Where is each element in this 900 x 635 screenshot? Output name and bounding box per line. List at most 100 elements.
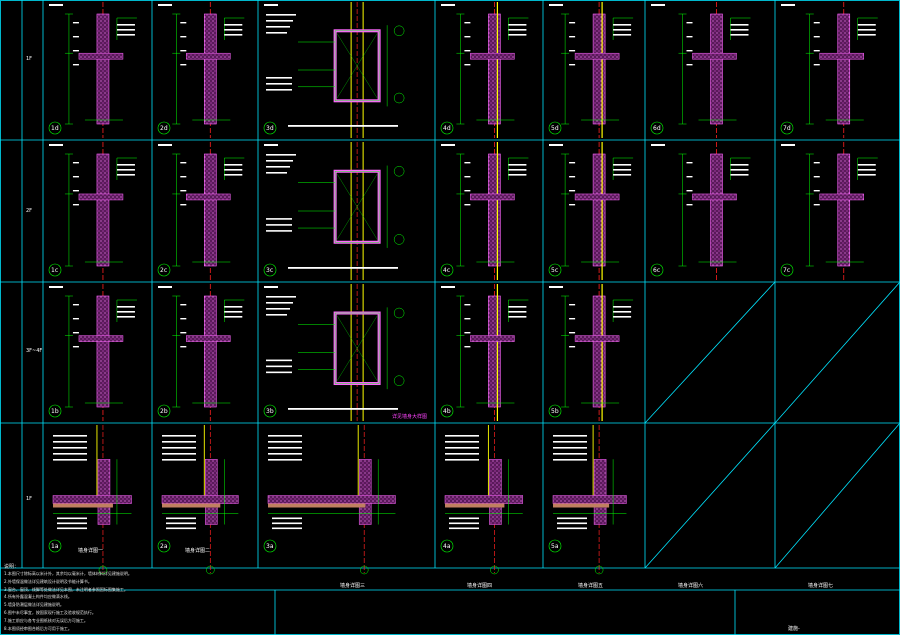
annotation-text xyxy=(813,22,876,66)
detail-id: 4b xyxy=(443,408,451,415)
dimension-lines xyxy=(553,459,627,575)
detail-id: 5a xyxy=(551,543,559,550)
detail-id: 3c xyxy=(266,267,273,274)
detail-1d: 1d xyxy=(48,2,137,138)
annotation-text xyxy=(464,304,527,348)
detail-marker xyxy=(440,121,454,135)
dimension-lines xyxy=(172,13,245,125)
detail-marker xyxy=(157,263,171,277)
dimension-lines xyxy=(298,307,405,390)
detail-id: 6c xyxy=(653,267,660,274)
detail-5c: 5c xyxy=(548,142,634,280)
detail-marker xyxy=(48,263,62,277)
dimension-lines xyxy=(298,165,405,248)
annotation-text xyxy=(180,162,243,206)
wall-section xyxy=(837,153,851,267)
dimension-lines xyxy=(64,13,137,125)
slab xyxy=(574,52,620,60)
wall-section xyxy=(96,295,110,408)
dimension-lines xyxy=(64,153,137,267)
detail-marker xyxy=(650,121,664,135)
detail-marker xyxy=(157,539,171,553)
detail-4b: 4b xyxy=(440,284,529,421)
annotation-text xyxy=(569,162,632,206)
detail-3b: 3b xyxy=(263,284,405,421)
foundation-slab xyxy=(161,495,239,504)
detail-id: 2b xyxy=(160,408,168,415)
caption: 墙身详图七 xyxy=(808,582,833,589)
detail-id: 1d xyxy=(51,125,59,132)
detail-id: 7c xyxy=(783,267,790,274)
detail-3c: 3c xyxy=(263,142,405,280)
earth-layer xyxy=(162,503,221,508)
slab xyxy=(574,335,620,342)
annotation-text xyxy=(569,22,632,66)
foundation-slab xyxy=(444,495,524,504)
dimension-lines xyxy=(561,295,634,408)
detail-id: 3b xyxy=(266,408,274,415)
detail-id: 2d xyxy=(160,125,168,132)
slab xyxy=(186,335,231,342)
detail-id: 3a xyxy=(266,543,274,550)
detail-2c: 2c xyxy=(157,142,245,280)
earth-layer xyxy=(553,503,610,508)
dimension-lines xyxy=(805,13,878,125)
annotation-text xyxy=(180,22,243,66)
detail-marker xyxy=(548,539,562,553)
caption: 墙身详图四 xyxy=(467,582,492,589)
detail-7c: 7c xyxy=(780,142,878,280)
detail-id: 4d xyxy=(443,125,451,132)
earth-layer xyxy=(53,503,113,508)
slab xyxy=(186,52,231,60)
annotation-text xyxy=(569,304,632,348)
dimension-lines xyxy=(678,153,751,267)
detail-6d: 6d xyxy=(650,2,751,138)
wall-section xyxy=(592,13,606,125)
note-line: 1.本图尺寸除标高以米计外，其余均以毫米计，墙体材料详见建施说明。 xyxy=(4,571,132,576)
row-label: 3F~4F xyxy=(26,348,42,354)
slab xyxy=(470,335,515,342)
dimension-lines xyxy=(678,13,751,125)
foundation-slab xyxy=(267,495,396,504)
magenta-note: 详见墙身大样图 xyxy=(392,413,427,420)
annotation-text xyxy=(686,162,749,206)
detail-marker xyxy=(440,539,454,553)
row-label: 1F xyxy=(26,56,32,62)
wall-section xyxy=(204,295,217,408)
detail-id: 4a xyxy=(443,543,451,550)
detail-id: 4c xyxy=(443,267,450,274)
sheet-number: 建施- xyxy=(788,625,800,632)
detail-captions: 墙身详图一 墙身详图二 墙身详图三 墙身详图四 墙身详图五 墙身详图六 墙身详图… xyxy=(78,413,833,632)
slab xyxy=(78,52,124,60)
detail-id: 1b xyxy=(51,408,59,415)
caption: 墙身详图二 xyxy=(185,547,210,554)
detail-marker xyxy=(650,263,664,277)
detail-1c: 1c xyxy=(48,142,137,280)
wall-section xyxy=(837,13,851,125)
notes-title: 说明： xyxy=(4,564,20,570)
wall-section xyxy=(710,153,723,267)
detail-marker xyxy=(263,404,277,418)
detail-1a: 1a xyxy=(48,425,132,575)
caption: 墙身详图五 xyxy=(578,582,603,589)
detail-marker xyxy=(48,539,62,553)
slab xyxy=(574,193,620,201)
detail-marker xyxy=(263,121,277,135)
wall-section xyxy=(204,153,217,267)
note-line: 8.本图须经审图合格后方可用于施工。 xyxy=(4,625,72,631)
wall-section xyxy=(358,459,372,525)
note-line: 3.窗台、窗顶、线脚等处做法详见本图，未注明者参照国标图集施工。 xyxy=(4,586,128,592)
detail-id: 5c xyxy=(551,267,558,274)
detail-5b: 5b xyxy=(548,284,634,421)
wall-section xyxy=(710,13,723,125)
detail-3d: 3d xyxy=(263,2,405,138)
slab xyxy=(692,52,737,60)
detail-marker xyxy=(263,539,277,553)
detail-id: 5b xyxy=(551,408,559,415)
caption: 墙身详图三 xyxy=(340,582,365,589)
detail-4d: 4d xyxy=(440,2,529,138)
note-line: 6.图中未尽事宜，按国家现行施工及验收规范执行。 xyxy=(4,610,96,615)
detail-id: 6d xyxy=(653,125,661,132)
detail-3a: 3a xyxy=(263,425,396,575)
annotation-text xyxy=(464,162,527,206)
